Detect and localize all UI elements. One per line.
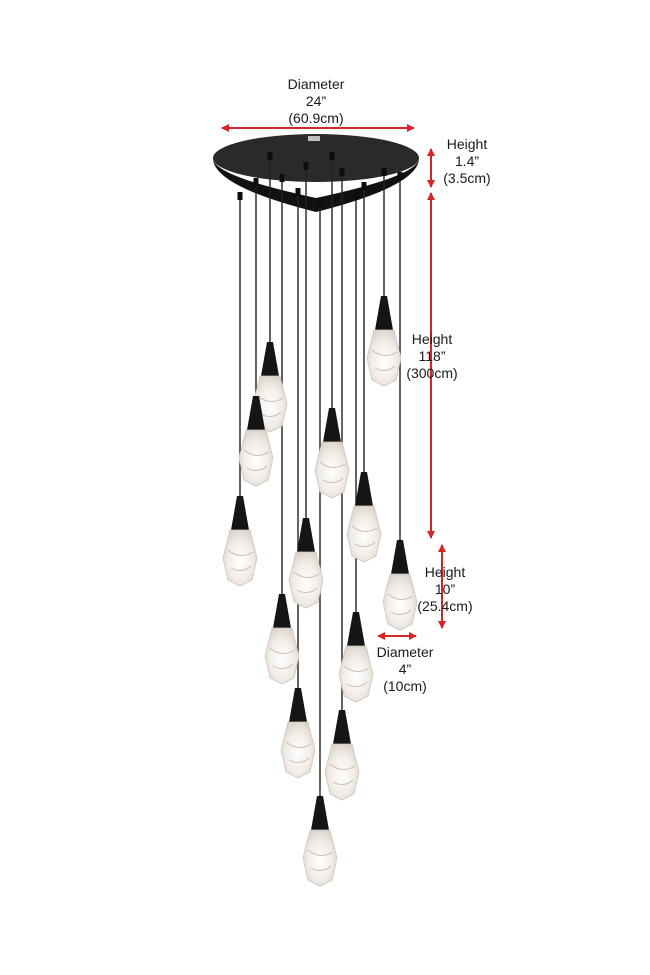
cord-anchor xyxy=(303,162,309,170)
pendant-cap xyxy=(273,594,291,628)
pendant-glass-shade xyxy=(366,329,402,387)
pendant-light xyxy=(222,496,258,587)
cord-anchor xyxy=(279,174,285,182)
cord-anchor xyxy=(237,192,243,200)
pendant-cap xyxy=(347,612,365,646)
alabaster-vein xyxy=(307,849,334,871)
drop-height-title: Height xyxy=(411,331,453,347)
pendant-glass-shade xyxy=(314,441,350,499)
pendant-light xyxy=(366,296,402,387)
pendant-cap xyxy=(333,710,351,744)
cord-anchor xyxy=(267,152,273,160)
pendant-light xyxy=(338,612,374,703)
canopy-diameter-title: Diameter xyxy=(287,76,345,92)
drop-height-metric: (300cm) xyxy=(406,365,458,381)
pendant-light xyxy=(382,540,418,631)
pendant-glass-shade xyxy=(324,743,360,801)
alabaster-vein xyxy=(319,461,346,483)
alabaster-vein xyxy=(387,593,414,615)
cord-anchor xyxy=(329,152,335,160)
pendant-height-imperial: 10” xyxy=(434,581,456,597)
pendant-cap xyxy=(297,518,315,552)
canopy-height-label: Height 1.4” (3.5cm) xyxy=(436,136,498,187)
pendant-glass-shade xyxy=(338,645,374,703)
pendant-height-label: Height 10” (25.4cm) xyxy=(413,564,477,615)
pendant-light xyxy=(280,688,316,779)
pendant-diameter-label: Diameter 4” (10cm) xyxy=(370,644,440,695)
cord-anchor xyxy=(317,200,323,208)
pendant-light xyxy=(264,594,300,685)
pendant-glass-shade xyxy=(302,829,338,887)
alabaster-vein xyxy=(329,763,356,785)
pendant-cap xyxy=(391,540,409,574)
pendant-cap xyxy=(261,342,279,376)
canopy-height-imperial: 1.4” xyxy=(454,153,480,169)
pendant-light xyxy=(346,472,382,563)
canopy-height-metric: (3.5cm) xyxy=(443,170,491,186)
pendant-cap xyxy=(323,408,341,442)
cord-anchor xyxy=(353,192,359,200)
pendant-cap xyxy=(289,688,307,722)
canopy-diameter-metric: (60.9cm) xyxy=(288,110,344,126)
cord-anchor xyxy=(253,178,259,186)
pendant-cap xyxy=(375,296,393,330)
cord-anchor xyxy=(361,182,367,190)
alabaster-vein xyxy=(351,525,378,547)
alabaster-vein xyxy=(285,741,312,763)
cord-anchor xyxy=(381,168,387,176)
pendant-cap xyxy=(355,472,373,506)
cord-anchor xyxy=(339,168,345,176)
pendant-diameter-metric: (10cm) xyxy=(383,678,427,694)
alabaster-vein xyxy=(343,665,370,687)
alabaster-vein xyxy=(257,395,284,417)
pendant-light xyxy=(314,408,350,499)
pendant-lights xyxy=(222,296,418,887)
canopy xyxy=(213,134,419,212)
pendant-diameter-imperial: 4” xyxy=(398,661,412,677)
pendant-height-title: Height xyxy=(424,564,466,580)
canopy-diameter-imperial: 24” xyxy=(305,93,327,109)
pendant-glass-shade xyxy=(238,429,274,487)
pendant-glass-shade xyxy=(382,573,418,631)
pendant-glass-shade xyxy=(222,529,258,587)
drop-height-label: Height 118” (300cm) xyxy=(400,331,464,382)
cord-anchor xyxy=(397,172,403,180)
alabaster-vein xyxy=(227,549,254,571)
pendant-light xyxy=(324,710,360,801)
pendant-light xyxy=(288,518,324,609)
pendant-height-metric: (25.4cm) xyxy=(417,598,473,614)
drop-height-imperial: 118” xyxy=(418,348,446,364)
alabaster-vein xyxy=(269,647,296,669)
pendant-glass-shade xyxy=(346,505,382,563)
alabaster-vein xyxy=(371,349,398,371)
pendant-diameter-title: Diameter xyxy=(376,644,434,660)
pendant-cap xyxy=(311,796,329,830)
alabaster-vein xyxy=(293,571,320,593)
pendant-glass-shade xyxy=(280,721,316,779)
pendant-cap xyxy=(247,396,265,430)
canopy-diameter-label: Diameter 24” (60.9cm) xyxy=(266,76,366,127)
pendant-cap xyxy=(231,496,249,530)
pendant-glass-shade xyxy=(264,627,300,685)
canopy-top xyxy=(213,134,419,182)
pendant-light xyxy=(302,796,338,887)
pendant-light xyxy=(238,396,274,487)
canopy-mount-marks xyxy=(308,136,320,141)
pendant-glass-shade xyxy=(288,551,324,609)
alabaster-vein xyxy=(243,449,270,471)
cord-anchor xyxy=(295,188,301,196)
canopy-height-title: Height xyxy=(446,136,488,152)
